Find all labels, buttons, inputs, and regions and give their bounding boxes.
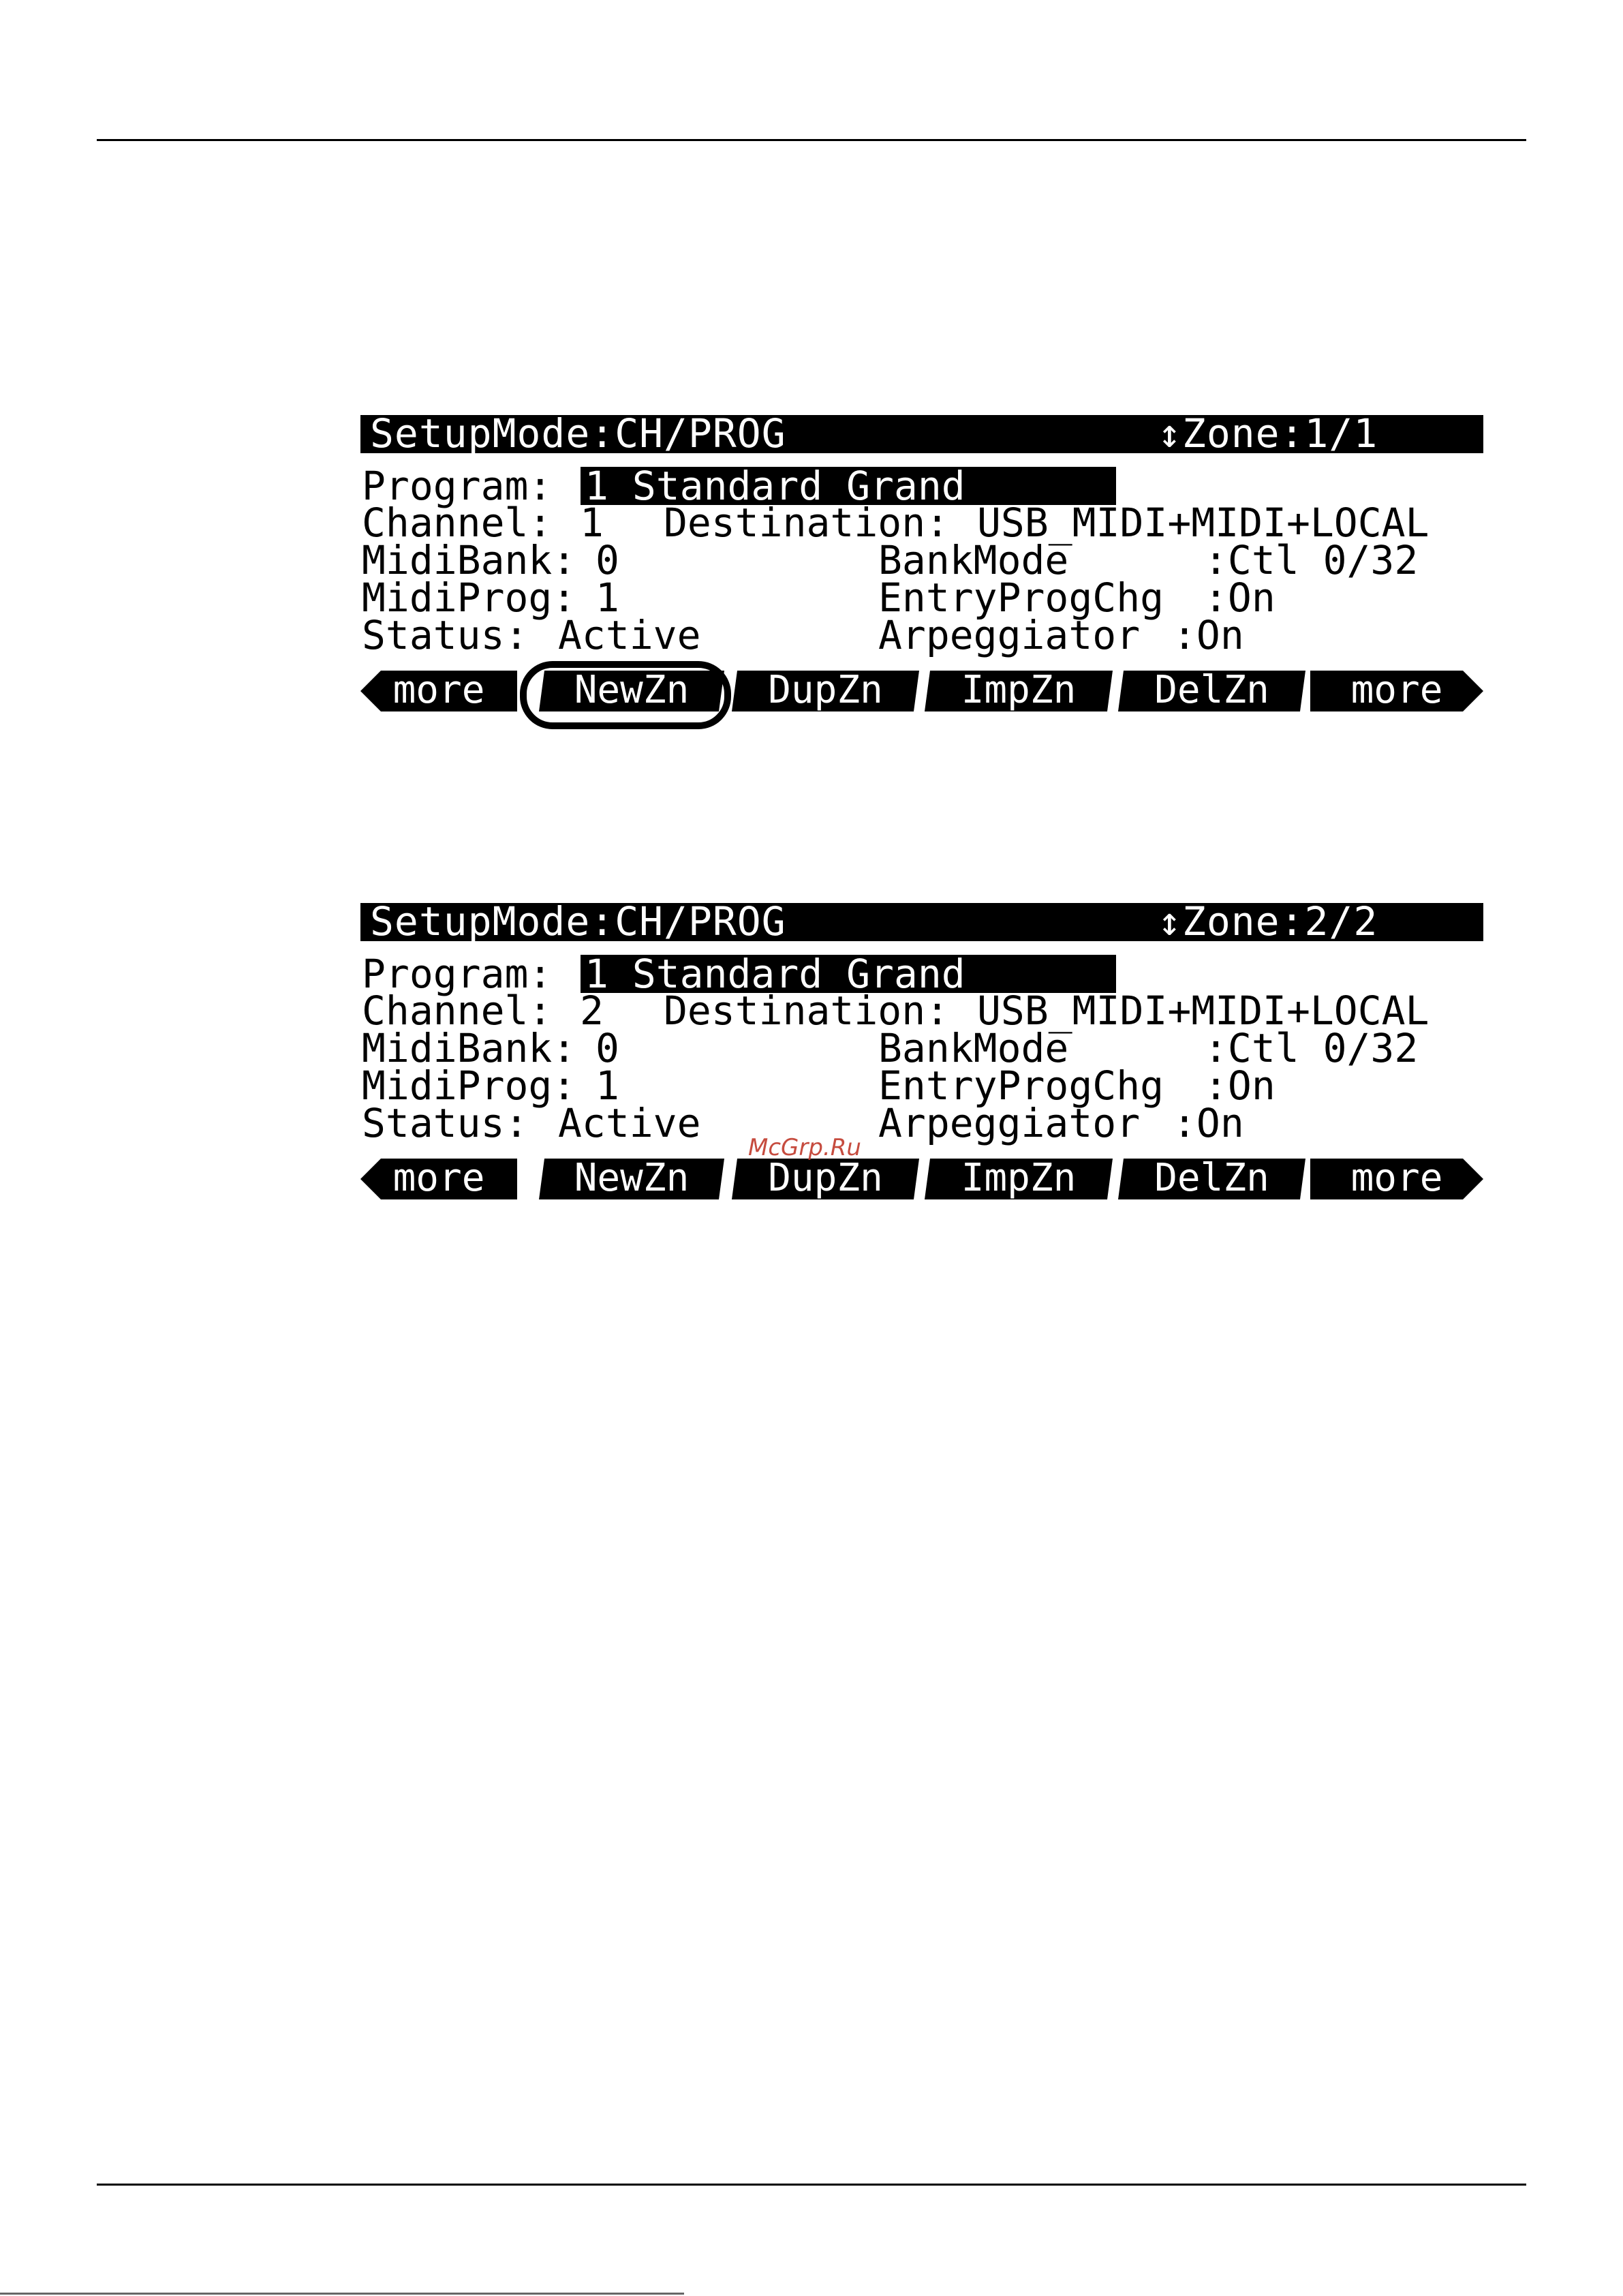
mode-title: SetupMode:CH/PROG <box>370 410 786 457</box>
softkey-delzn[interactable]: DelZn <box>1118 671 1305 711</box>
footer-rule <box>0 2293 684 2295</box>
softkey-impzn[interactable]: ImpZn <box>925 1159 1113 1199</box>
midiprog-row: MidiProg: 1 EntryProgChg :On <box>360 575 1483 621</box>
midiprog-label: MidiProg: <box>362 1062 576 1109</box>
zone-indicator: ↕Zone:1/1 <box>1158 410 1378 457</box>
bankmode-value[interactable]: :Ctl 0/32 <box>1204 537 1419 583</box>
status-value[interactable]: Active <box>558 612 701 658</box>
arpeggiator-value[interactable]: :On <box>1173 612 1244 658</box>
softkey-bar: more NewZn DupZn ImpZn DelZn more <box>360 1159 1483 1202</box>
program-value[interactable]: 1 Standard Grand <box>581 466 1116 506</box>
channel-label: Channel: <box>362 500 553 546</box>
softkey-impzn[interactable]: ImpZn <box>925 671 1113 711</box>
arpeggiator-label: Arpeggiator <box>878 612 1141 658</box>
softkey-bar: more NewZn DupZn ImpZn DelZn more <box>360 671 1483 714</box>
channel-row: Channel: 1 Destination: USB_MIDI+MIDI+LO… <box>360 500 1483 546</box>
midibank-row: MidiBank: 0 BankMode :Ctl 0/32 <box>360 1025 1483 1071</box>
softkey-delzn[interactable]: DelZn <box>1118 1159 1305 1199</box>
softkey-more-right[interactable]: more <box>1310 671 1483 711</box>
midiprog-row: MidiProg: 1 EntryProgChg :On <box>360 1062 1483 1109</box>
lcd-screen-zone-2: SetupMode:CH/PROG ↕Zone:2/2 Program: 1 S… <box>360 898 1483 1203</box>
softkey-more-left[interactable]: more <box>360 671 517 711</box>
title-bar: SetupMode:CH/PROG ↕Zone:1/1 <box>360 410 1483 457</box>
midibank-label: MidiBank: <box>362 537 576 583</box>
softkey-dupzn[interactable]: DupZn <box>732 671 919 711</box>
program-row[interactable]: Program: 1 Standard Grand <box>360 463 1483 509</box>
channel-value[interactable]: 2 <box>580 988 604 1034</box>
destination-value[interactable]: USB_MIDI+MIDI+LOCAL <box>977 988 1429 1034</box>
bottom-rule <box>97 2184 1526 2186</box>
status-label: Status: <box>362 1100 529 1146</box>
highlight-circle <box>520 661 731 729</box>
arpeggiator-label: Arpeggiator <box>878 1100 1141 1146</box>
status-row: Status: Active Arpeggiator :On <box>360 612 1483 658</box>
channel-row: Channel: 2 Destination: USB_MIDI+MIDI+LO… <box>360 988 1483 1034</box>
softkey-more-right[interactable]: more <box>1310 1159 1483 1199</box>
midiprog-value[interactable]: 1 <box>596 575 619 621</box>
bankmode-label: BankMode <box>878 537 1069 583</box>
program-value[interactable]: 1 Standard Grand <box>581 954 1116 994</box>
entryprogchg-value[interactable]: :On <box>1204 1062 1276 1109</box>
destination-label: Destination: <box>664 988 950 1034</box>
mode-title: SetupMode:CH/PROG <box>370 898 786 945</box>
entryprogchg-label: EntryProgChg <box>878 575 1164 621</box>
entryprogchg-value[interactable]: :On <box>1204 575 1276 621</box>
top-rule <box>97 139 1526 141</box>
midibank-value[interactable]: 0 <box>596 1025 619 1071</box>
zone-indicator: ↕Zone:2/2 <box>1158 898 1378 945</box>
bankmode-label: BankMode <box>878 1025 1069 1071</box>
program-row[interactable]: Program: 1 Standard Grand <box>360 951 1483 997</box>
midibank-row: MidiBank: 0 BankMode :Ctl 0/32 <box>360 537 1483 583</box>
softkey-newzn[interactable]: NewZn <box>539 671 724 711</box>
softkey-more-left[interactable]: more <box>360 1159 517 1199</box>
program-label: Program: <box>362 951 553 997</box>
destination-label: Destination: <box>664 500 950 546</box>
midiprog-label: MidiProg: <box>362 575 576 621</box>
midibank-label: MidiBank: <box>362 1025 576 1071</box>
arpeggiator-value[interactable]: :On <box>1173 1100 1244 1146</box>
lcd-screen-zone-1: SetupMode:CH/PROG ↕Zone:1/1 Program: 1 S… <box>360 410 1483 715</box>
softkey-dupzn[interactable]: DupZn <box>732 1159 919 1199</box>
softkey-newzn[interactable]: NewZn <box>539 1159 724 1199</box>
bankmode-value[interactable]: :Ctl 0/32 <box>1204 1025 1419 1071</box>
program-label: Program: <box>362 463 553 509</box>
midiprog-value[interactable]: 1 <box>596 1062 619 1109</box>
status-label: Status: <box>362 612 529 658</box>
midibank-value[interactable]: 0 <box>596 537 619 583</box>
channel-value[interactable]: 1 <box>580 500 604 546</box>
channel-label: Channel: <box>362 988 553 1034</box>
entryprogchg-label: EntryProgChg <box>878 1062 1164 1109</box>
watermark-text: McGrp.Ru <box>748 1134 861 1161</box>
title-bar: SetupMode:CH/PROG ↕Zone:2/2 <box>360 898 1483 945</box>
destination-value[interactable]: USB_MIDI+MIDI+LOCAL <box>977 500 1429 546</box>
status-value[interactable]: Active <box>558 1100 701 1146</box>
status-row: Status: Active Arpeggiator :On <box>360 1100 1483 1146</box>
